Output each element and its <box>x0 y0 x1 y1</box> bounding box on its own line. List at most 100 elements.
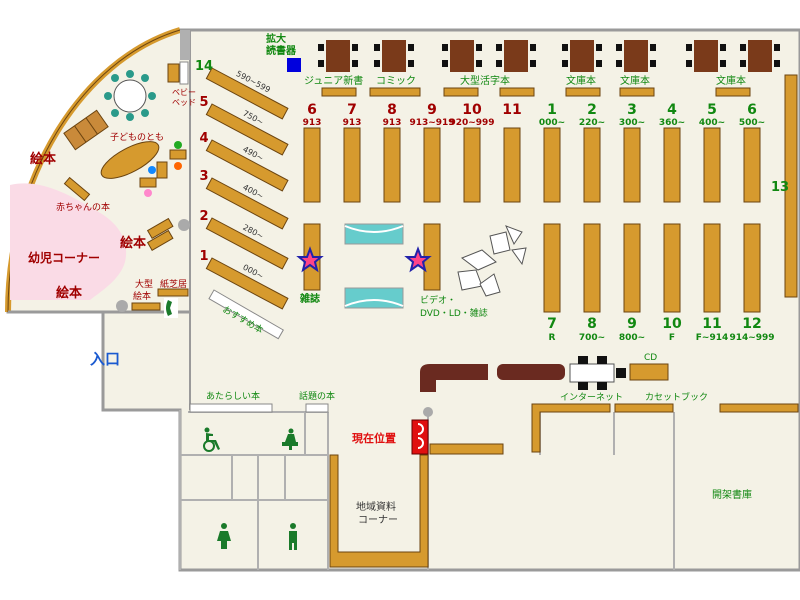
chair <box>496 44 502 51</box>
chair <box>408 60 414 67</box>
kids-area <box>10 183 127 300</box>
magnifier-device <box>287 58 301 72</box>
top-label-junior: ジュニア新書 <box>304 74 363 87</box>
shelf-number: 7 <box>347 102 357 118</box>
shelf-range: 913~919 <box>409 118 454 128</box>
kids-furniture <box>63 61 284 340</box>
shelf-range: R <box>549 333 556 343</box>
current-position-label: 現在位置 <box>352 431 396 445</box>
shelf-number: 9 <box>427 102 437 118</box>
shelf-number: 10 <box>462 102 482 118</box>
shelf-number: 3 <box>199 169 208 184</box>
baby-care-icon <box>282 428 298 450</box>
bookshelf <box>543 127 561 203</box>
shelf-number: 4 <box>199 131 208 146</box>
internet-label: インターネット <box>560 392 623 403</box>
bookshelf <box>743 223 761 313</box>
chair <box>616 44 622 51</box>
local-materials-label-2: コーナー <box>358 514 398 526</box>
vertical-shelves <box>303 127 761 313</box>
chair <box>476 44 482 51</box>
magnifier-label-2: 読書器 <box>266 44 297 57</box>
video-label-1: ビデオ・ <box>420 294 456 306</box>
top-label-comic: コミック <box>376 75 416 87</box>
chair <box>740 60 746 67</box>
shelf-range: F <box>669 333 675 343</box>
chair <box>374 44 380 51</box>
chair <box>352 44 358 51</box>
shelf-number: 1 <box>547 102 557 118</box>
new-books-label: あたらしい本 <box>206 390 260 402</box>
shelf-range: F~914 <box>696 333 728 343</box>
diagonal-bookshelf <box>205 139 289 192</box>
chair <box>774 60 780 67</box>
cassette-label: カセットブック <box>645 391 708 403</box>
reading-table <box>504 40 528 72</box>
chair <box>374 60 380 67</box>
counter <box>420 364 488 392</box>
star-icon <box>296 246 324 273</box>
top-label-large-print: 大型活字本 <box>460 74 510 87</box>
diagonal-bookshelf <box>205 257 289 310</box>
reading-tables <box>318 40 780 72</box>
baby-books-label: 赤ちゃんの本 <box>56 201 110 213</box>
bookshelf <box>583 127 601 203</box>
star-icon <box>404 246 432 273</box>
entrance-label: 入口 <box>90 350 120 368</box>
top-label-bunko-2: 文庫本 <box>620 74 650 87</box>
chair <box>650 44 656 51</box>
current-position-marker <box>411 419 429 455</box>
diagonal-bookshelf <box>205 103 289 156</box>
baby-bed-label-2: ベッド <box>172 98 196 107</box>
kids-tomo-label: 子どものとも <box>110 132 164 143</box>
bookshelf <box>663 223 681 313</box>
picture-books-label-1: 絵本 <box>30 151 56 167</box>
chair <box>686 60 692 67</box>
shelf-range: 400~ <box>699 118 725 128</box>
chair <box>650 60 656 67</box>
reading-table <box>570 40 594 72</box>
shelf-number: 5 <box>707 102 717 118</box>
shelf-range: 700~ <box>579 333 605 343</box>
chair <box>720 44 726 51</box>
shelf-number: 12 <box>742 316 761 332</box>
chair <box>496 60 502 67</box>
chair <box>352 60 358 67</box>
top-label-bunko-1: 文庫本 <box>566 74 596 87</box>
chair <box>596 44 602 51</box>
shelf-number: 10 <box>662 316 682 332</box>
bookshelf <box>303 127 321 203</box>
restroom-female-icon <box>217 523 231 549</box>
shelf-13-label: 13 <box>771 180 789 195</box>
reading-table <box>382 40 406 72</box>
shelf-number: 2 <box>199 209 208 224</box>
reading-table <box>450 40 474 72</box>
shelf-range: 220~ <box>579 118 605 128</box>
shelf-number: 8 <box>387 102 397 118</box>
shelf-number: 5 <box>199 95 208 110</box>
chair <box>318 44 324 51</box>
shelf-range: 360~ <box>659 118 685 128</box>
restroom-male-icon <box>289 523 297 550</box>
shelf-number: 1 <box>199 249 208 264</box>
topical-books-label: 話題の本 <box>299 390 335 402</box>
baby-bed-label-1: ベビー <box>172 88 196 97</box>
shelf-range: 920~999 <box>449 118 494 128</box>
bookshelf <box>463 127 481 203</box>
chair <box>408 44 414 51</box>
shelf-number: 6 <box>307 102 317 118</box>
chair <box>720 60 726 67</box>
shelf-13 <box>784 74 798 298</box>
chair <box>686 44 692 51</box>
shelf-number: 9 <box>627 316 637 332</box>
shelf-range: 800~ <box>619 333 645 343</box>
chair <box>442 44 448 51</box>
chair <box>562 44 568 51</box>
chair <box>318 60 324 67</box>
bookshelf <box>623 127 641 203</box>
large-picture-books-label-1: 大型 <box>135 278 153 290</box>
bookshelf <box>383 127 401 203</box>
magazines-label: 雑誌 <box>299 292 320 305</box>
